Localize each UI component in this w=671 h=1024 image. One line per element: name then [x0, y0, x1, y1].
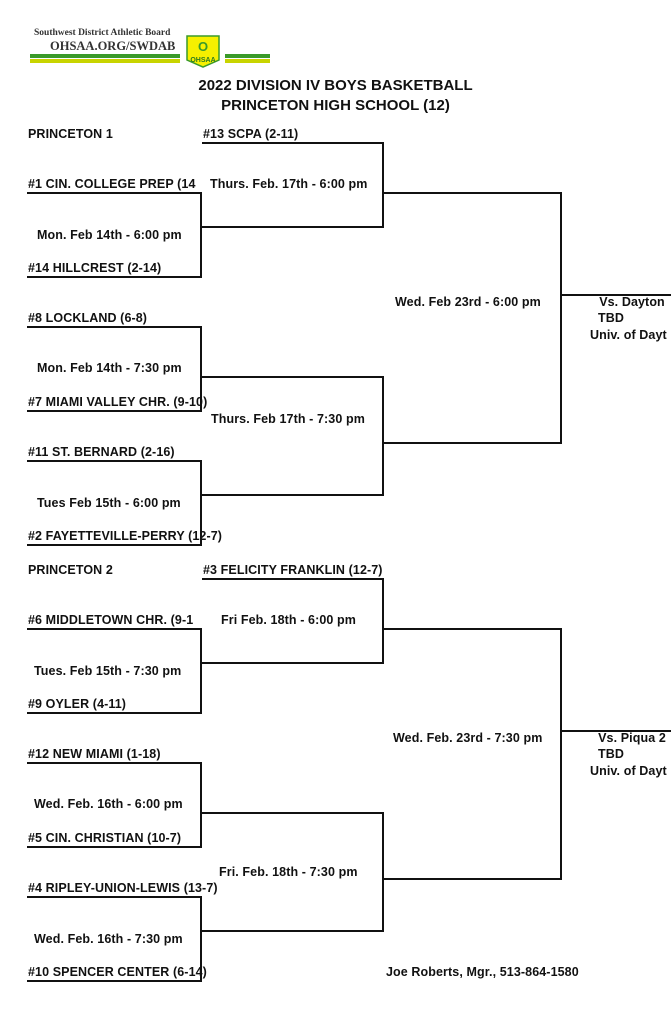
- line-scpa: [202, 142, 384, 144]
- vline-q4: [382, 812, 384, 932]
- logo-green-bar-right: [225, 54, 270, 58]
- line-g5-winner: [202, 812, 384, 814]
- line-q2-winner: [384, 442, 562, 444]
- team-lockland: #8 LOCKLAND (6-8): [28, 311, 148, 325]
- team-felicity: #3 FELICITY FRANKLIN (12-7): [203, 563, 383, 577]
- vline-q1: [382, 142, 384, 228]
- team-oyler: #9 OYLER (4-11): [28, 697, 127, 711]
- game-time-q2: Thurs. Feb 17th - 7:30 pm: [211, 412, 365, 426]
- team-hillcrest: #14 HILLCREST (2-14): [28, 261, 162, 275]
- advance-1-tbd: TBD: [598, 311, 624, 325]
- game-time-s2: Wed. Feb. 23rd - 7:30 pm: [393, 731, 543, 745]
- game-time-g3: Tues Feb 15th - 6:00 pm: [37, 496, 181, 510]
- line-lockland: [27, 326, 202, 328]
- line-cin-christian: [27, 846, 202, 848]
- vline-g6: [200, 896, 202, 982]
- game-time-g1: Mon. Feb 14th - 6:00 pm: [37, 228, 182, 242]
- vline-g5: [200, 762, 202, 848]
- line-middletown: [27, 628, 202, 630]
- team-new-miami: #12 NEW MIAMI (1-18): [28, 747, 161, 761]
- vline-q3: [382, 578, 384, 664]
- line-st-bernard: [27, 460, 202, 462]
- org-url: OHSAA.ORG/SWDAB: [50, 39, 176, 53]
- game-time-g2: Mon. Feb 14th - 7:30 pm: [37, 361, 182, 375]
- vline-s1: [560, 192, 562, 444]
- vline-s2: [560, 628, 562, 880]
- line-s1-winner: [562, 294, 671, 296]
- team-cin-college-prep: #1 CIN. COLLEGE PREP (14: [28, 177, 196, 191]
- advance-2-opponent: Vs. Piqua 2: [598, 731, 666, 745]
- logo-yellow-bar: [30, 59, 180, 63]
- advance-2-tbd: TBD: [598, 747, 624, 761]
- game-time-q4: Fri. Feb. 18th - 7:30 pm: [219, 865, 358, 879]
- line-felicity: [202, 578, 384, 580]
- team-ripley: #4 RIPLEY-UNION-LEWIS (13-7): [28, 881, 218, 895]
- vline-q2: [382, 376, 384, 496]
- team-middletown: #6 MIDDLETOWN CHR. (9-1: [28, 613, 194, 627]
- game-time-g6: Wed. Feb. 16th - 7:30 pm: [34, 932, 183, 946]
- logo-green-bar: [30, 54, 180, 58]
- line-g3-winner: [202, 494, 384, 496]
- team-fayetteville: #2 FAYETTEVILLE-PERRY (12-7): [28, 529, 223, 543]
- ohsaa-seal-icon: O OHSAA: [186, 35, 220, 68]
- manager-contact: Joe Roberts, Mgr., 513-864-1580: [386, 965, 579, 979]
- team-spencer: #10 SPENCER CENTER (6-14): [28, 965, 207, 979]
- seal-mark: O: [198, 39, 208, 54]
- line-q4-winner: [384, 878, 562, 880]
- bracket-label-1: PRINCETON 1: [28, 127, 113, 141]
- line-g4-winner: [202, 662, 384, 664]
- team-st-bernard: #11 ST. BERNARD (2-16): [28, 445, 175, 459]
- vline-g1: [200, 192, 202, 278]
- game-time-g5: Wed. Feb. 16th - 6:00 pm: [34, 797, 183, 811]
- game-time-q1: Thurs. Feb. 17th - 6:00 pm: [210, 177, 368, 191]
- page-subtitle: PRINCETON HIGH SCHOOL (12): [221, 97, 450, 114]
- line-fayetteville: [27, 544, 202, 546]
- page-title: 2022 DIVISION IV BOYS BASKETBALL: [198, 77, 473, 94]
- game-time-g4: Tues. Feb 15th - 7:30 pm: [34, 664, 182, 678]
- line-q3-winner: [384, 628, 562, 630]
- line-oyler: [27, 712, 202, 714]
- game-time-s1: Wed. Feb 23rd - 6:00 pm: [395, 295, 541, 309]
- advance-1-venue: Univ. of Dayt: [590, 328, 667, 342]
- line-ripley: [27, 896, 202, 898]
- advance-1-opponent: Vs. Dayton: [599, 295, 665, 309]
- line-s2-winner: [562, 730, 671, 732]
- vline-g4: [200, 628, 202, 714]
- team-miami-valley: #7 MIAMI VALLEY CHR. (9-10): [28, 395, 208, 409]
- line-q1-winner: [384, 192, 562, 194]
- org-name: Southwest District Athletic Board: [34, 28, 171, 38]
- line-miami-valley: [27, 410, 202, 412]
- team-cin-christian: #5 CIN. CHRISTIAN (10-7): [28, 831, 182, 845]
- game-time-q3: Fri Feb. 18th - 6:00 pm: [221, 613, 356, 627]
- line-hillcrest: [27, 276, 202, 278]
- line-new-miami: [27, 762, 202, 764]
- vline-g2: [200, 326, 202, 412]
- vline-g3: [200, 460, 202, 546]
- line-g6-winner: [202, 930, 384, 932]
- advance-2-venue: Univ. of Dayt: [590, 764, 667, 778]
- line-spencer: [27, 980, 202, 982]
- team-scpa: #13 SCPA (2-11): [203, 127, 299, 141]
- line-g2-winner: [202, 376, 384, 378]
- bracket-label-2: PRINCETON 2: [28, 563, 113, 577]
- logo-yellow-bar-right: [225, 59, 270, 63]
- seal-text: OHSAA: [190, 57, 215, 64]
- line-cin-college-prep: [27, 192, 202, 194]
- line-g1-winner: [202, 226, 384, 228]
